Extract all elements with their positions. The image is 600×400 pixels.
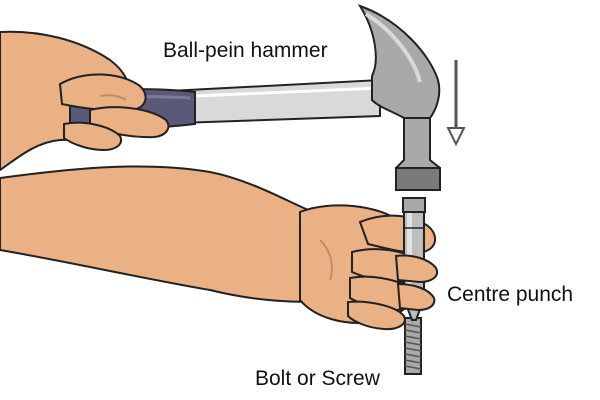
lower-arm-hand xyxy=(0,165,437,331)
hammer-head xyxy=(357,4,441,191)
lower-finger-3 xyxy=(347,300,406,331)
down-arrow-icon xyxy=(446,60,466,147)
hammer-label: Ball-pein hammer xyxy=(163,39,328,62)
punch-label: Centre punch xyxy=(447,283,574,306)
bolt-label: Bolt or Screw xyxy=(255,367,380,390)
bolt xyxy=(404,317,422,375)
lower-forearm xyxy=(0,165,347,303)
upper-fingers xyxy=(58,73,170,152)
lower-fingertips xyxy=(394,254,438,312)
